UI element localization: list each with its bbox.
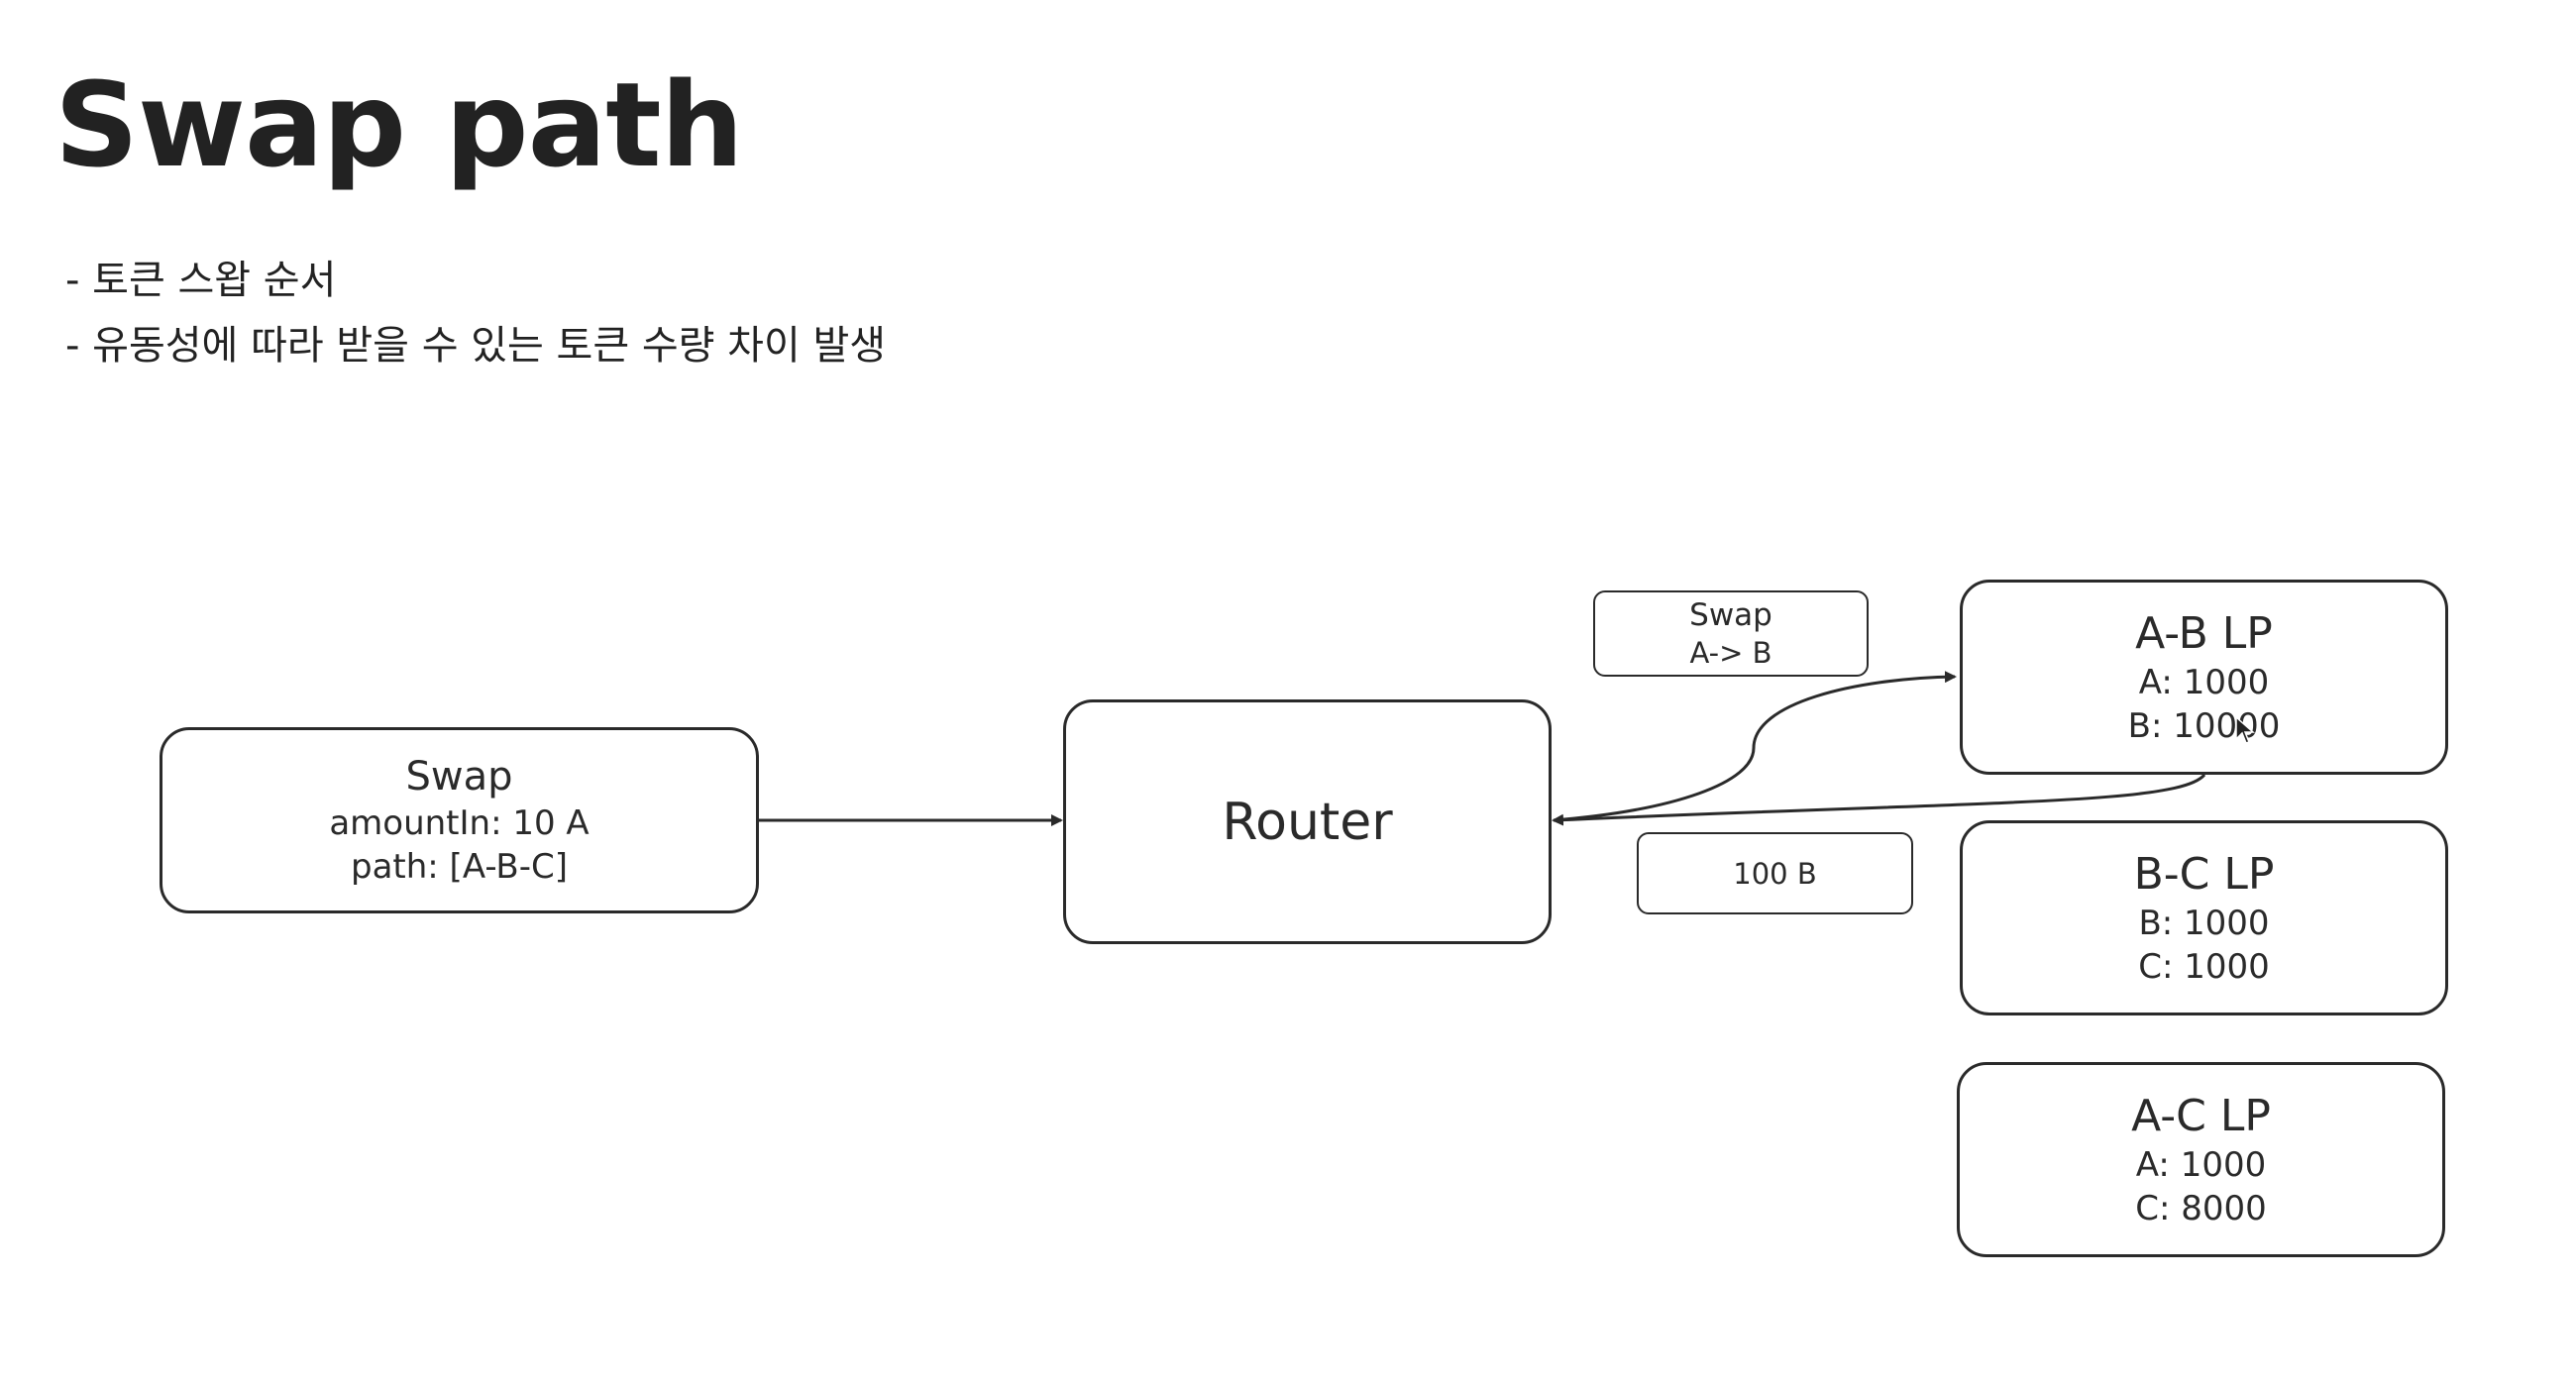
pool-name: B-C LP (2133, 848, 2275, 900)
mouse-cursor-icon (2235, 715, 2255, 744)
pool-ab-lp: A-B LP A: 1000 B: 10000 (1960, 580, 2448, 775)
pool-reserve: C: 1000 (2138, 946, 2270, 987)
arrow-router-to-ab-lp (1553, 671, 1957, 822)
pool-reserve: C: 8000 (2135, 1188, 2267, 1228)
swap-step-direction: A-> B (1689, 635, 1772, 670)
pool-reserve: A: 1000 (2138, 662, 2270, 702)
pool-reserve: A: 1000 (2135, 1144, 2267, 1185)
bullet-list: - 토큰 스왑 순서 - 유동성에 따라 받을 수 있는 토큰 수량 차이 발생 (65, 248, 886, 378)
router-label: Router (1222, 792, 1393, 852)
swap-request-title: Swap (405, 754, 513, 800)
pool-bc-lp: B-C LP B: 1000 C: 1000 (1960, 820, 2448, 1015)
swap-request-box: Swap amountIn: 10 A path: [A-B-C] (160, 727, 759, 913)
swap-step-title: Swap (1689, 596, 1772, 633)
bullet-item: - 토큰 스왑 순서 (65, 258, 337, 303)
bullet-item: - 유동성에 따라 받을 수 있는 토큰 수량 차이 발생 (65, 323, 887, 369)
swap-path: path: [A-B-C] (351, 847, 568, 887)
swap-amount-in: amountIn: 10 A (329, 803, 590, 843)
pool-name: A-C LP (2131, 1090, 2271, 1141)
swap-step-label: Swap A-> B (1593, 590, 1869, 677)
output-amount-label: 100 B (1637, 832, 1913, 914)
pool-name: A-B LP (2135, 607, 2273, 659)
router-box: Router (1063, 699, 1552, 944)
page-title: Swap path (54, 56, 744, 193)
pool-ac-lp: A-C LP A: 1000 C: 8000 (1957, 1062, 2445, 1257)
pool-reserve: B: 1000 (2138, 903, 2270, 943)
arrow-ab-lp-to-router (1552, 773, 2206, 826)
output-amount-text: 100 B (1733, 856, 1817, 891)
pool-reserve: B: 10000 (2127, 705, 2281, 746)
